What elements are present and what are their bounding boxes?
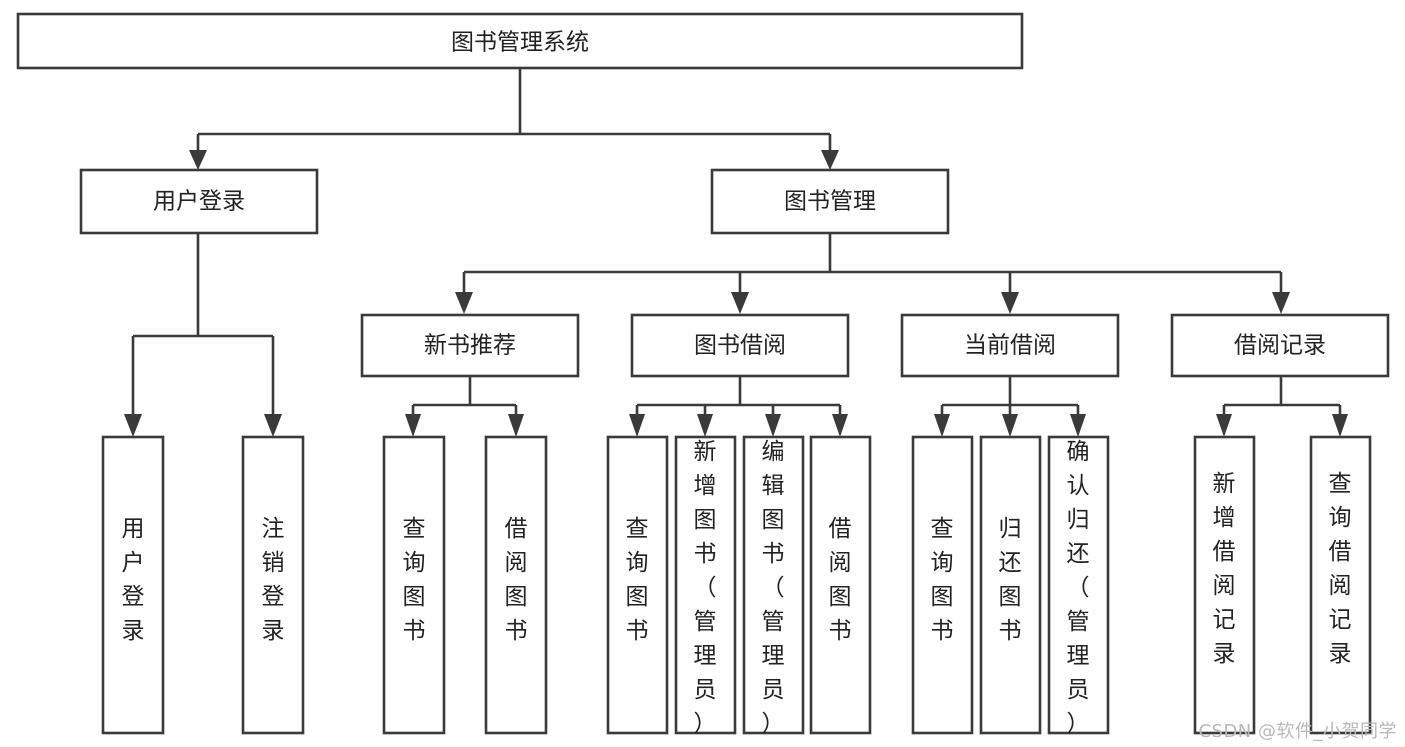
- leaf-node-user-login-label: 用户登录: [122, 516, 145, 644]
- leaf-node-edit-book-box[interactable]: [742, 435, 805, 735]
- node-user-login-label: 用户登录: [153, 189, 245, 215]
- arrow-head-leaf-borrow-book-1: [508, 414, 524, 437]
- leaf-node-query-book-new-label: 查询图书: [403, 516, 426, 644]
- leaf-node-borrow-book-borrow[interactable]: 借阅图书: [809, 435, 872, 735]
- arrow-head-book-borrow: [731, 292, 749, 314]
- node-book-management-box[interactable]: [710, 168, 950, 235]
- csdn-watermark: CSDN @软件_小贺同学: [1198, 721, 1397, 742]
- node-borrow-record-label: 借阅记录: [1234, 333, 1326, 359]
- node-book-borrow[interactable]: 图书借阅: [630, 313, 850, 378]
- arrow-head-leaf-query-record: [1332, 414, 1348, 437]
- leaf-node-edit-book[interactable]: 编辑图书（管理员）: [742, 435, 805, 737]
- node-new-book-recommend[interactable]: 新书推荐: [360, 313, 580, 378]
- node-root-system-label: 图书管理系统: [451, 30, 589, 56]
- arrow-head-leaf-query-book-1: [405, 414, 421, 437]
- node-new-book-recommend-label: 新书推荐: [424, 333, 516, 359]
- node-borrow-record-box[interactable]: [1170, 313, 1390, 378]
- arrow-head-leaf-return-book: [1002, 414, 1018, 437]
- connector-group-newbook-to-leaves: [405, 376, 524, 437]
- arrow-head-leaf-add-book: [697, 414, 713, 437]
- leaf-node-borrow-book-borrow-label: 借阅图书: [829, 516, 852, 644]
- connector-group-currentborrow-to-leaves: [934, 376, 1086, 437]
- leaf-node-add-book-box[interactable]: [674, 435, 737, 735]
- node-root-system-box[interactable]: [16, 12, 1024, 70]
- node-book-borrow-box[interactable]: [630, 313, 850, 378]
- arrow-head-book-mgmt: [821, 150, 839, 170]
- arrow-head-current-borrow: [1001, 292, 1019, 314]
- arrow-head-leaf-logout: [264, 414, 282, 437]
- leaf-node-add-borrow-record[interactable]: 新增借阅记录: [1193, 435, 1256, 735]
- arrow-head-leaf-query-book-2: [629, 414, 645, 437]
- leaf-node-logout-box[interactable]: [241, 435, 305, 735]
- leaf-node-user-login-box[interactable]: [101, 435, 165, 735]
- node-current-borrow[interactable]: 当前借阅: [900, 313, 1120, 378]
- leaf-node-confirm-return-box[interactable]: [1047, 435, 1110, 735]
- connector-group-user-login-to-leaves: [124, 233, 282, 437]
- arrow-head-leaf-add-record: [1216, 414, 1232, 437]
- leaf-node-confirm-return-label: 确认归还（管理员）: [1067, 439, 1090, 737]
- leaf-node-query-book-current-box[interactable]: [911, 435, 974, 735]
- leaf-node-query-book-borrow-box[interactable]: [606, 435, 669, 735]
- leaf-node-user-login[interactable]: 用户登录: [101, 435, 165, 735]
- leaf-node-borrow-book-new[interactable]: 借阅图书: [484, 435, 548, 735]
- arrow-head-leaf-confirm-return: [1070, 414, 1086, 437]
- leaf-node-borrow-book-borrow-box[interactable]: [809, 435, 872, 735]
- node-book-management[interactable]: 图书管理: [710, 168, 950, 235]
- leaf-node-query-borrow-record-label: 查询借阅记录: [1329, 471, 1352, 667]
- leaf-node-add-borrow-record-box[interactable]: [1193, 435, 1256, 735]
- leaf-node-edit-book-label: 编辑图书（管理员）: [762, 439, 785, 737]
- leaf-node-query-book-current-label: 查询图书: [931, 516, 954, 644]
- leaf-node-borrow-book-new-label: 借阅图书: [505, 516, 528, 644]
- arrow-head-leaf-borrow-book-2: [832, 414, 848, 437]
- node-user-login[interactable]: 用户登录: [79, 168, 319, 235]
- node-user-login-box[interactable]: [79, 168, 319, 235]
- leaf-node-query-book-borrow-label: 查询图书: [626, 516, 649, 644]
- arrow-head-new-book: [455, 292, 473, 314]
- leaf-node-query-borrow-record[interactable]: 查询借阅记录: [1309, 435, 1372, 735]
- node-book-borrow-label: 图书借阅: [694, 333, 786, 359]
- arrow-head-user-login: [189, 150, 207, 170]
- node-book-management-label: 图书管理: [784, 189, 876, 215]
- leaf-node-return-book-box[interactable]: [979, 435, 1042, 735]
- leaf-node-query-book-borrow[interactable]: 查询图书: [606, 435, 669, 735]
- leaf-node-query-book-new[interactable]: 查询图书: [382, 435, 446, 735]
- leaf-node-query-borrow-record-box[interactable]: [1309, 435, 1372, 735]
- connector-group-bookborrow-to-leaves: [629, 376, 848, 437]
- connector-group-borrowrecord-to-leaves: [1216, 376, 1348, 437]
- leaf-node-query-book-current[interactable]: 查询图书: [911, 435, 974, 735]
- arrow-head-leaf-user-login: [124, 414, 142, 437]
- leaf-node-logout[interactable]: 注销登录: [241, 435, 305, 735]
- leaf-node-add-book-label: 新增图书（管理员）: [694, 439, 717, 737]
- leaf-node-add-book[interactable]: 新增图书（管理员）: [674, 435, 737, 737]
- leaf-node-borrow-book-new-box[interactable]: [484, 435, 548, 735]
- node-current-borrow-box[interactable]: [900, 313, 1120, 378]
- arrow-head-leaf-query-book-3: [934, 414, 950, 437]
- arrow-head-borrow-record: [1272, 292, 1290, 314]
- leaf-node-confirm-return[interactable]: 确认归还（管理员）: [1047, 435, 1110, 737]
- node-current-borrow-label: 当前借阅: [964, 333, 1056, 359]
- leaf-node-return-book[interactable]: 归还图书: [979, 435, 1042, 735]
- node-borrow-record[interactable]: 借阅记录: [1170, 313, 1390, 378]
- leaf-node-logout-label: 注销登录: [262, 516, 285, 644]
- leaf-node-return-book-label: 归还图书: [999, 516, 1022, 644]
- leaf-node-query-book-new-box[interactable]: [382, 435, 446, 735]
- node-root-system[interactable]: 图书管理系统: [16, 12, 1024, 70]
- connector-group-bookmgmt-to-level3: [455, 233, 1290, 314]
- connector-group-root-to-level2: [189, 68, 839, 170]
- leaf-node-add-borrow-record-label: 新增借阅记录: [1213, 471, 1236, 667]
- arrow-head-leaf-edit-book: [765, 414, 781, 437]
- node-new-book-recommend-box[interactable]: [360, 313, 580, 378]
